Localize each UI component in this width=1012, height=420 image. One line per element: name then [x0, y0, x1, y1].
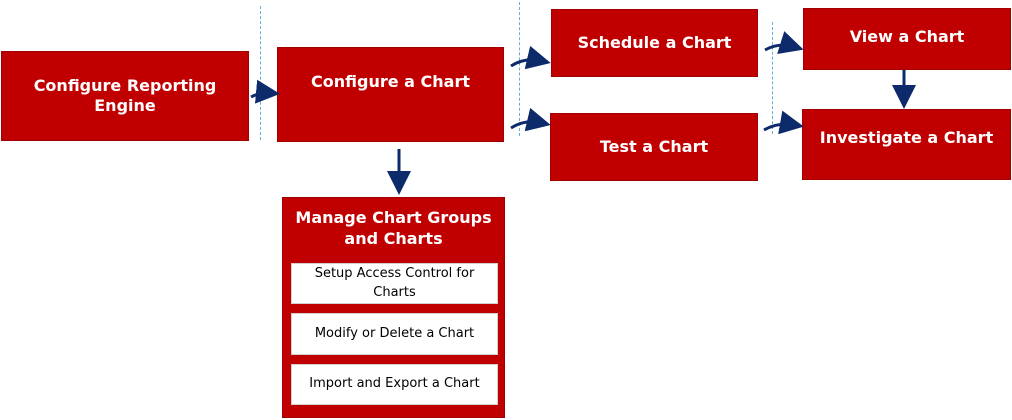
- node-configure-reporting-engine: Configure Reporting Engine: [1, 51, 249, 141]
- divider-line-3: [772, 22, 773, 134]
- group-title-line-2: and Charts: [344, 228, 443, 248]
- node-investigate-chart: Investigate a Chart: [802, 109, 1011, 180]
- node-label: Investigate a Chart: [819, 128, 994, 147]
- divider-line-2: [519, 2, 520, 136]
- group-title-line-1: Manage Chart Groups: [295, 208, 492, 227]
- arrow-engine-to-configure: [250, 79, 280, 104]
- node-label: Schedule a Chart: [577, 33, 732, 52]
- arrow-configure-to-schedule: [510, 45, 551, 70]
- node-view-chart: View a Chart: [803, 8, 1011, 70]
- node-test-chart: Test a Chart: [550, 113, 758, 181]
- arrow-schedule-to-view: [764, 31, 804, 54]
- sub-item-modify-delete: Modify or Delete a Chart: [291, 313, 498, 355]
- node-label: Configure Reporting Engine: [33, 76, 217, 115]
- sub-item-label: Modify or Delete a Chart: [314, 325, 475, 341]
- node-configure-chart: Configure a Chart: [277, 47, 504, 142]
- node-schedule-chart: Schedule a Chart: [551, 9, 758, 77]
- sub-item-access-control: Setup Access Control for Charts: [291, 263, 498, 304]
- arrow-test-to-investigate: [763, 110, 804, 135]
- node-label: View a Chart: [849, 27, 965, 46]
- divider-line-1: [260, 6, 261, 140]
- node-label: Configure a Chart: [311, 72, 470, 91]
- sub-item-import-export: Import and Export a Chart: [291, 364, 498, 405]
- sub-item-label: Import and Export a Chart: [309, 376, 480, 392]
- sub-item-label: Setup Access Control for Charts: [314, 265, 475, 300]
- arrow-configure-to-test: [510, 107, 551, 132]
- node-label: Test a Chart: [599, 137, 709, 156]
- group-title: Manage Chart Groups and Charts: [283, 208, 504, 250]
